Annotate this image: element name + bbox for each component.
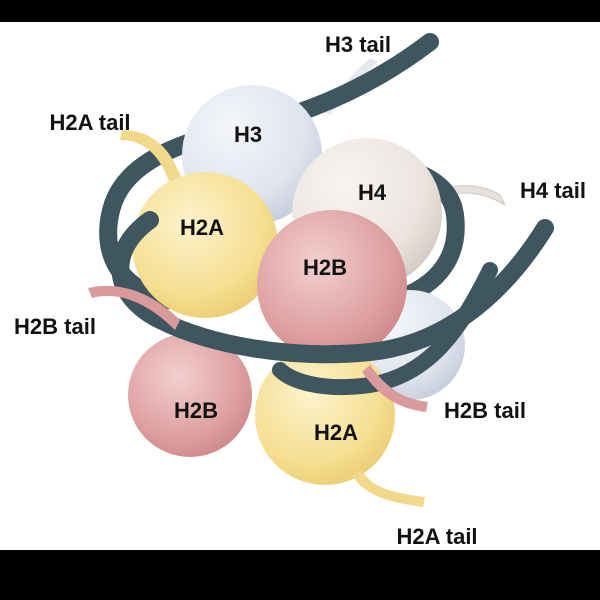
h4-tail-label: H4 tail	[520, 178, 586, 203]
h2b-bottom-ball-label: H2B	[174, 398, 218, 423]
h2b-left-tail-label: H2B tail	[14, 314, 96, 339]
h2b-right-tail-ribbon	[362, 365, 428, 412]
h2b-left-tail-ribbon	[88, 285, 180, 330]
h2a-top-tail-ribbon	[120, 130, 184, 190]
h2a-bottom-tail-label: H2A tail	[396, 524, 477, 549]
h2b-top-ball-label: H2B	[303, 255, 347, 280]
h3-tail-label: H3 tail	[325, 32, 391, 57]
h2a-bottom-tail-ribbon	[352, 470, 425, 507]
h2a-top-tail-label: H2A tail	[49, 110, 130, 135]
h2b-top-histone-ball	[257, 210, 407, 360]
h4-ball-label: H4	[358, 180, 387, 205]
h2b-bottom-histone-ball	[128, 333, 252, 457]
h2a-bottom-ball-label: H2A	[314, 420, 358, 445]
h2a-top-ball-label: H2A	[180, 215, 224, 240]
h3-ball-label: H3	[234, 122, 262, 147]
h2b-right-tail-label: H2B tail	[444, 398, 526, 423]
h2a-top-histone-ball	[132, 172, 278, 318]
